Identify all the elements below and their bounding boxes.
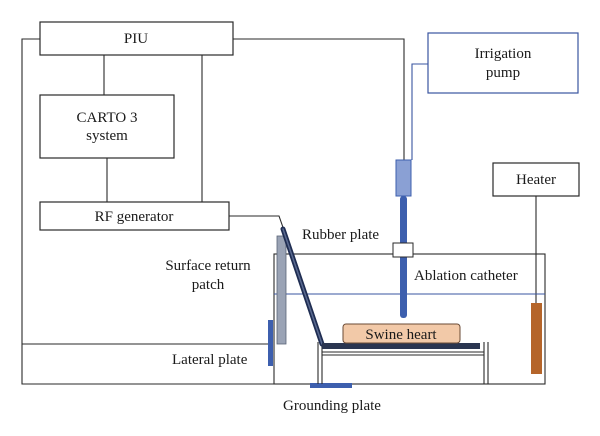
- rubber-plate-label: Rubber plate: [302, 227, 379, 243]
- rubber-plate-flat: [322, 343, 480, 349]
- grounding-plate-label: Grounding plate: [283, 398, 381, 414]
- surface-return-label-line1: Surface return: [165, 258, 251, 274]
- wire-irrigation-catheter: [411, 63, 428, 160]
- lateral-plate-label: Lateral plate: [172, 352, 248, 368]
- catheter-handle: [395, 159, 412, 197]
- surface-return-label-line2: patch: [192, 277, 225, 293]
- surface-return-patch: [276, 235, 287, 345]
- carto-label-line1: CARTO 3: [77, 110, 138, 126]
- irrigation-label-line1: Irrigation: [475, 46, 532, 62]
- rf-generator-label: RF generator: [95, 209, 174, 225]
- catheter-holder: [392, 242, 414, 258]
- heater-box: [492, 162, 580, 197]
- heater-label: Heater: [516, 172, 556, 188]
- irrigation-label-line2: pump: [486, 65, 520, 81]
- wire-rf-patch: [229, 215, 287, 237]
- heater-element: [531, 303, 542, 374]
- ablation-catheter-label: Ablation catheter: [414, 268, 518, 284]
- irrigation-pump-box: [427, 32, 579, 94]
- piu-label: PIU: [124, 31, 148, 47]
- swine-heart-label: Swine heart: [365, 327, 437, 343]
- wire-piu-catheter: [233, 38, 405, 160]
- carto-box: [39, 94, 175, 159]
- grounding-plate: [310, 383, 352, 388]
- piu-box: [39, 21, 234, 56]
- platform-stand: [317, 342, 489, 384]
- lateral-plate: [268, 320, 273, 366]
- carto-label-line2: system: [86, 128, 128, 144]
- wire-piu-to-tank-bottom: [21, 38, 278, 385]
- swine-heart: [342, 323, 461, 344]
- rf-generator-box: [39, 201, 230, 231]
